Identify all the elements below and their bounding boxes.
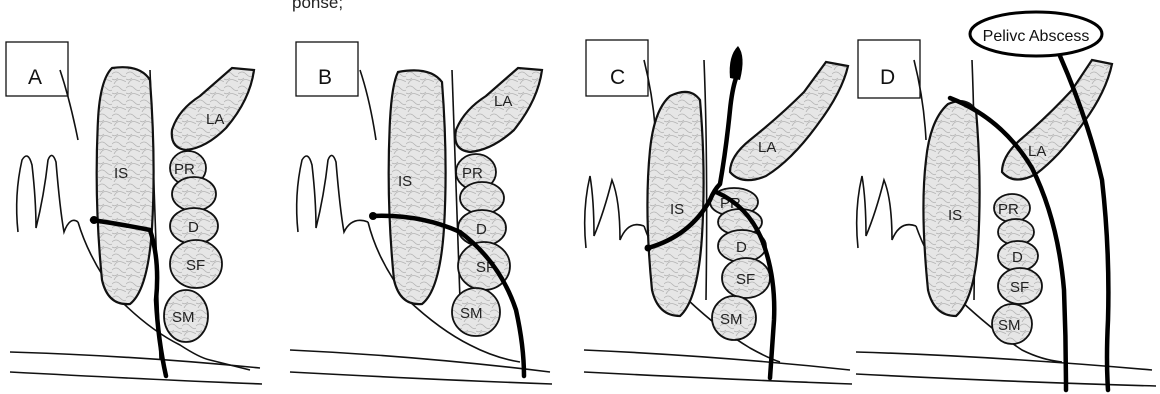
panel-a: A IS LA PR D SF SM: [6, 42, 262, 384]
anal-canal-wall: [360, 70, 376, 140]
levator-ani-muscle: [172, 68, 254, 150]
structure-label-la: LA: [1028, 143, 1046, 160]
structure-label-sm: SM: [720, 311, 743, 328]
structure-label-d: D: [188, 219, 199, 236]
structure-label-la: LA: [758, 139, 776, 156]
structure-label-sm: SM: [172, 309, 195, 326]
levator-ani-muscle: [455, 68, 542, 152]
panel-label: A: [28, 66, 42, 89]
skin-line: [10, 352, 262, 384]
skin-fold-outline: [857, 176, 916, 248]
panel-label: B: [318, 66, 332, 89]
structure-label-is: IS: [948, 207, 962, 224]
structure-label-sm: SM: [998, 317, 1021, 334]
structure-label-la: LA: [494, 93, 512, 110]
pelvic-abscess-label: Pelivc Abscess: [983, 28, 1090, 45]
panel-b: B IS LA PR D SF SM: [290, 42, 552, 384]
skin-line: [856, 352, 1156, 386]
structure-label-sf: SF: [1010, 279, 1029, 296]
panel-c: C IS LA PR D SF SM: [584, 40, 852, 384]
skin-fold-outline: [297, 155, 368, 232]
structure-label-d: D: [1012, 249, 1023, 266]
skin-line: [290, 350, 552, 384]
levator-ani-muscle: [730, 62, 848, 180]
panel-d: D Pelivc Abscess IS LA PR D SF SM: [856, 12, 1156, 390]
structure-label-sm: SM: [460, 305, 483, 322]
structure-label-sf: SF: [736, 271, 755, 288]
anal-canal-wall: [60, 70, 78, 140]
structure-label-sf: SF: [186, 257, 205, 274]
internal-opening: [90, 216, 98, 224]
skin-fold-outline: [585, 176, 644, 248]
ischial-tuberosity-region: [97, 67, 154, 304]
internal-opening: [369, 212, 377, 220]
panel-label: C: [610, 66, 625, 89]
structure-label-is: IS: [670, 201, 684, 218]
structure-label-pr: PR: [174, 161, 195, 178]
structure-label-is: IS: [114, 165, 128, 182]
structure-label-is: IS: [398, 173, 412, 190]
structure-label-pr: PR: [998, 201, 1019, 218]
skin-fold-outline: [17, 155, 78, 232]
panel-label: D: [880, 66, 895, 89]
structure-label-la: LA: [206, 111, 224, 128]
skin-line: [584, 350, 852, 384]
sphincter-lobe: [172, 177, 216, 211]
structure-label-d: D: [476, 221, 487, 238]
structure-label-pr: PR: [462, 165, 483, 182]
internal-opening: [645, 245, 652, 252]
abscess-cavity: [730, 46, 743, 80]
structure-label-d: D: [736, 239, 747, 256]
